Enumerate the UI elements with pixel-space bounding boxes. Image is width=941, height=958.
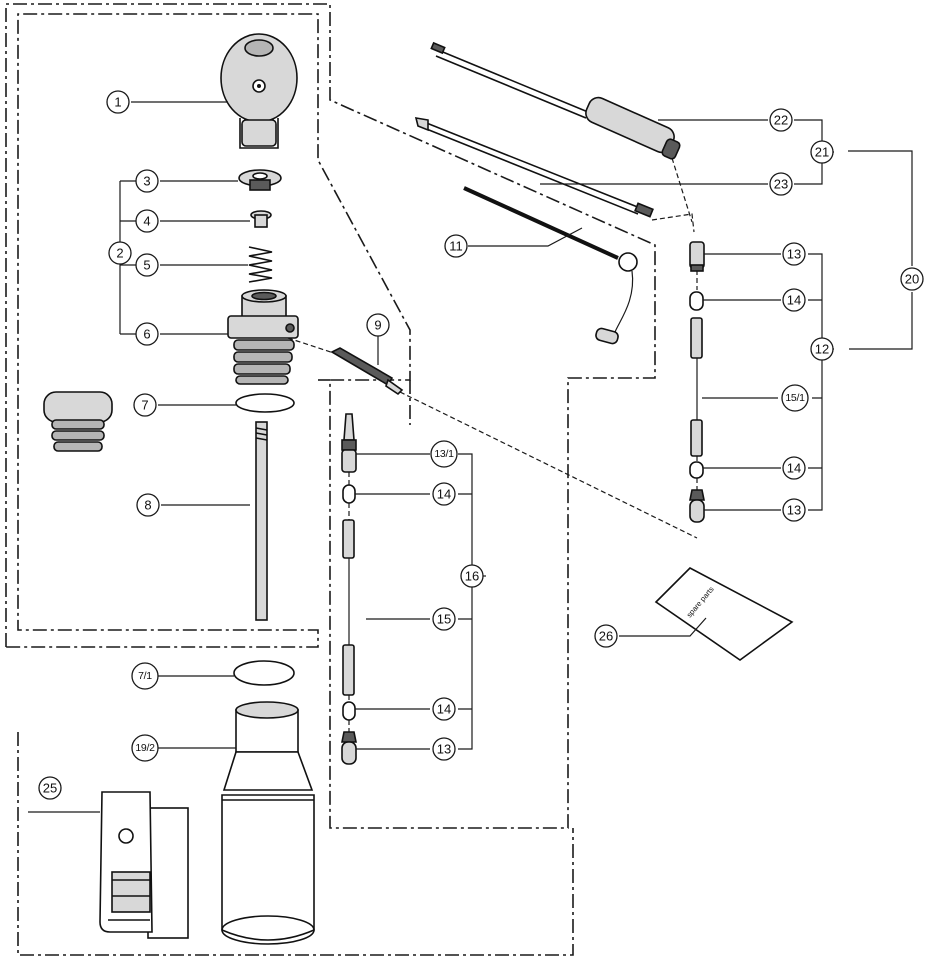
callout-19-2: 19/2 bbox=[131, 734, 159, 762]
part-cleaning-wire bbox=[463, 186, 638, 345]
part-nut bbox=[238, 169, 282, 191]
callout-2: 2 bbox=[108, 241, 132, 265]
svg-text:13/1: 13/1 bbox=[434, 448, 454, 460]
svg-text:13: 13 bbox=[787, 503, 801, 518]
svg-text:22: 22 bbox=[774, 113, 788, 128]
part-bottle bbox=[221, 701, 315, 945]
group-outlines bbox=[5, 3, 656, 956]
svg-text:12: 12 bbox=[815, 342, 829, 357]
svg-text:20: 20 bbox=[905, 272, 919, 287]
svg-text:15/1: 15/1 bbox=[785, 392, 805, 404]
part-assembly-right bbox=[689, 241, 705, 523]
svg-text:21: 21 bbox=[815, 145, 829, 160]
callout-13-top: 13 bbox=[782, 242, 806, 266]
svg-text:8: 8 bbox=[144, 498, 151, 513]
svg-text:23: 23 bbox=[774, 177, 788, 192]
callout-13-lower: 13 bbox=[432, 737, 456, 761]
part-spare-parts-booklet: spare parts bbox=[654, 567, 794, 661]
svg-text:26: 26 bbox=[599, 629, 613, 644]
svg-text:7: 7 bbox=[141, 398, 148, 413]
part-nozzle bbox=[330, 347, 404, 396]
svg-text:6: 6 bbox=[143, 327, 150, 342]
callout-22: 22 bbox=[769, 108, 793, 132]
part-assembly-left bbox=[341, 413, 357, 765]
part-holster bbox=[99, 791, 189, 939]
part-knob bbox=[220, 33, 298, 149]
callout-1: 1 bbox=[106, 90, 130, 114]
svg-text:19/2: 19/2 bbox=[135, 742, 155, 754]
callout-16: 16 bbox=[460, 564, 484, 588]
callout-20: 20 bbox=[900, 267, 924, 291]
svg-text:5: 5 bbox=[143, 258, 150, 273]
svg-text:13: 13 bbox=[437, 742, 451, 757]
svg-text:3: 3 bbox=[143, 174, 150, 189]
callout-21: 21 bbox=[810, 140, 834, 164]
callout-4: 4 bbox=[135, 209, 159, 233]
callout-15-1: 15/1 bbox=[781, 384, 809, 412]
callout-23: 23 bbox=[769, 172, 793, 196]
callout-3: 3 bbox=[135, 169, 159, 193]
svg-text:16: 16 bbox=[465, 569, 479, 584]
callout-9: 9 bbox=[366, 313, 390, 337]
callout-5: 5 bbox=[135, 253, 159, 277]
callout-6: 6 bbox=[135, 322, 159, 346]
callout-14-a: 14 bbox=[782, 288, 806, 312]
svg-text:4: 4 bbox=[143, 214, 150, 229]
callout-13-bottom: 13 bbox=[782, 498, 806, 522]
part-head bbox=[227, 289, 299, 385]
part-spring bbox=[248, 246, 273, 283]
svg-text:25: 25 bbox=[43, 781, 57, 796]
svg-text:14: 14 bbox=[787, 293, 801, 308]
svg-text:2: 2 bbox=[116, 246, 123, 261]
callout-14-b: 14 bbox=[782, 456, 806, 480]
svg-text:7/1: 7/1 bbox=[138, 670, 152, 682]
part-rod-23 bbox=[414, 117, 654, 218]
callout-12: 12 bbox=[810, 337, 834, 361]
svg-text:14: 14 bbox=[437, 702, 451, 717]
svg-text:1: 1 bbox=[114, 95, 121, 110]
part-o-ring bbox=[235, 393, 295, 413]
svg-text:15: 15 bbox=[437, 612, 451, 627]
part-rod-22 bbox=[430, 41, 681, 160]
callout-26: 26 bbox=[594, 624, 618, 648]
svg-text:14: 14 bbox=[437, 487, 451, 502]
callout-14-c: 14 bbox=[432, 482, 456, 506]
callout-7-1: 7/1 bbox=[131, 662, 159, 690]
part-pin bbox=[250, 210, 272, 228]
svg-text:11: 11 bbox=[449, 239, 463, 254]
callouts: 1 2 3 4 5 6 7 8 9 11 22 21 23 20 13 14 1… bbox=[38, 90, 924, 800]
svg-text:9: 9 bbox=[374, 318, 381, 333]
part-o-ring-bottle bbox=[233, 660, 295, 686]
part-cap bbox=[43, 391, 113, 452]
callout-15: 15 bbox=[432, 607, 456, 631]
callout-11: 11 bbox=[444, 234, 468, 258]
callout-13-1: 13/1 bbox=[430, 440, 458, 468]
part-tube bbox=[255, 421, 268, 621]
callout-25: 25 bbox=[38, 776, 62, 800]
svg-text:14: 14 bbox=[787, 461, 801, 476]
leader-lines bbox=[28, 101, 913, 813]
callout-7: 7 bbox=[133, 393, 157, 417]
callout-14-d: 14 bbox=[432, 697, 456, 721]
svg-text:13: 13 bbox=[787, 247, 801, 262]
callout-8: 8 bbox=[136, 493, 160, 517]
